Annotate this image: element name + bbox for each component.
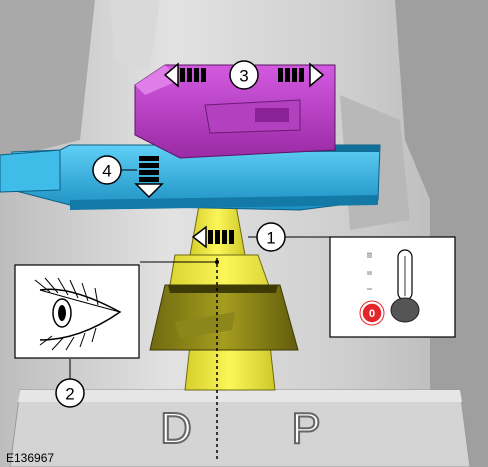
- gear-label-d: D: [160, 404, 192, 453]
- lever-axis-point: [215, 260, 219, 264]
- callout-1: 1: [256, 222, 286, 252]
- callout-3: 3: [229, 60, 259, 90]
- release-button-slot: [255, 108, 289, 122]
- arrow-left-icon: [191, 225, 234, 249]
- lever-band-facet: [175, 312, 235, 338]
- ignition-key-icon: [390, 249, 420, 323]
- callout-4-number: 4: [102, 162, 111, 181]
- callout-2-number: 2: [65, 385, 74, 404]
- figure-id: E136967: [6, 451, 54, 465]
- callout-4: 4: [92, 155, 137, 185]
- gear-label-p: P: [291, 404, 320, 453]
- callout-3-number: 3: [239, 67, 248, 86]
- background-highlight: [110, 0, 160, 70]
- key-position-off: 0: [369, 308, 375, 320]
- callout-1-number: 1: [266, 229, 275, 248]
- eye-inset: [14, 261, 215, 359]
- lever-band-top-edge: [168, 285, 278, 293]
- shift-housing-underside: [70, 195, 378, 210]
- background-left-panel: [0, 0, 95, 160]
- background-right-panel: [395, 0, 488, 467]
- eye-icon: [34, 277, 122, 351]
- arrow-down-icon: [134, 156, 164, 199]
- key-position-off-marker: [361, 302, 383, 324]
- gear-plate-edge: [18, 390, 462, 402]
- callout-2: 2: [55, 378, 85, 408]
- double-arrow-left-right-icon: [163, 62, 325, 88]
- key-position-iii: III: [367, 252, 374, 258]
- key-position-i: I: [367, 288, 374, 290]
- shift-housing-arm: [0, 149, 61, 193]
- key-inset: III II I 0: [329, 236, 456, 338]
- key-position-ii: II: [367, 271, 374, 275]
- lever-shaft-lower: [184, 344, 276, 391]
- key-inset-frame: [329, 236, 456, 338]
